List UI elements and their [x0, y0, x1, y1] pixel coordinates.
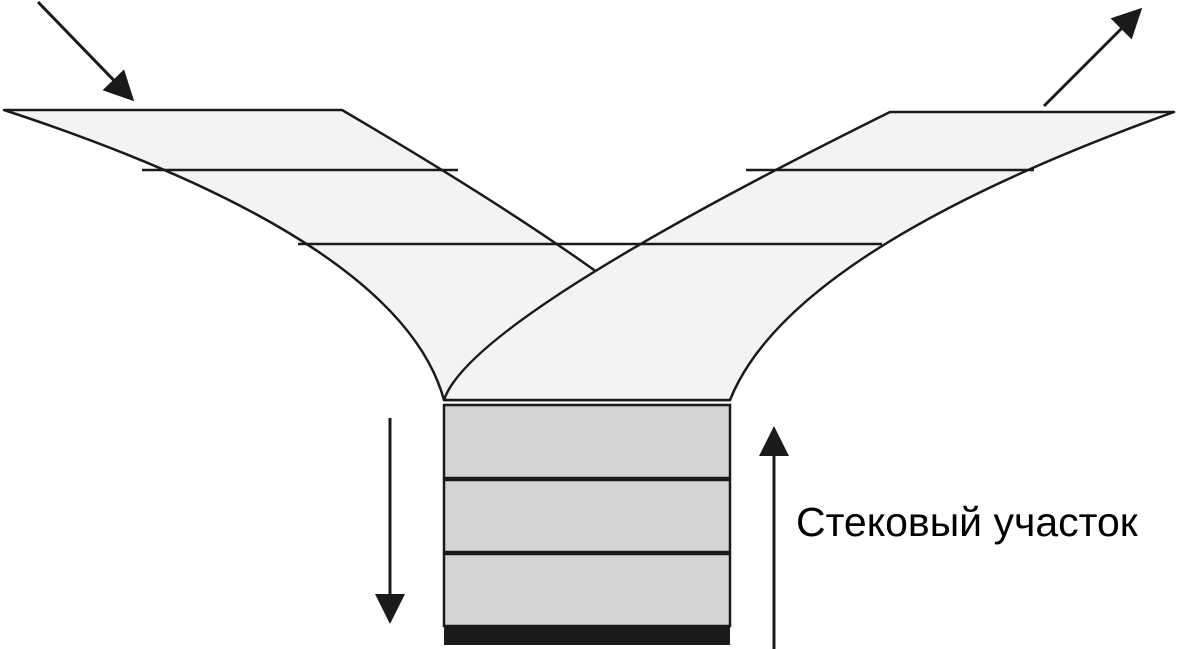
stack-bottom-bar	[444, 626, 730, 645]
stack-cell-bottom	[442, 552, 732, 628]
stack-cell-middle	[442, 478, 732, 554]
input-arrow	[36, 0, 135, 102]
output-arrow	[1042, 7, 1143, 108]
right-funnel-arm	[442, 110, 1176, 402]
stack-cell-top	[442, 403, 732, 480]
stack-label: Стековый участок	[796, 499, 1139, 545]
